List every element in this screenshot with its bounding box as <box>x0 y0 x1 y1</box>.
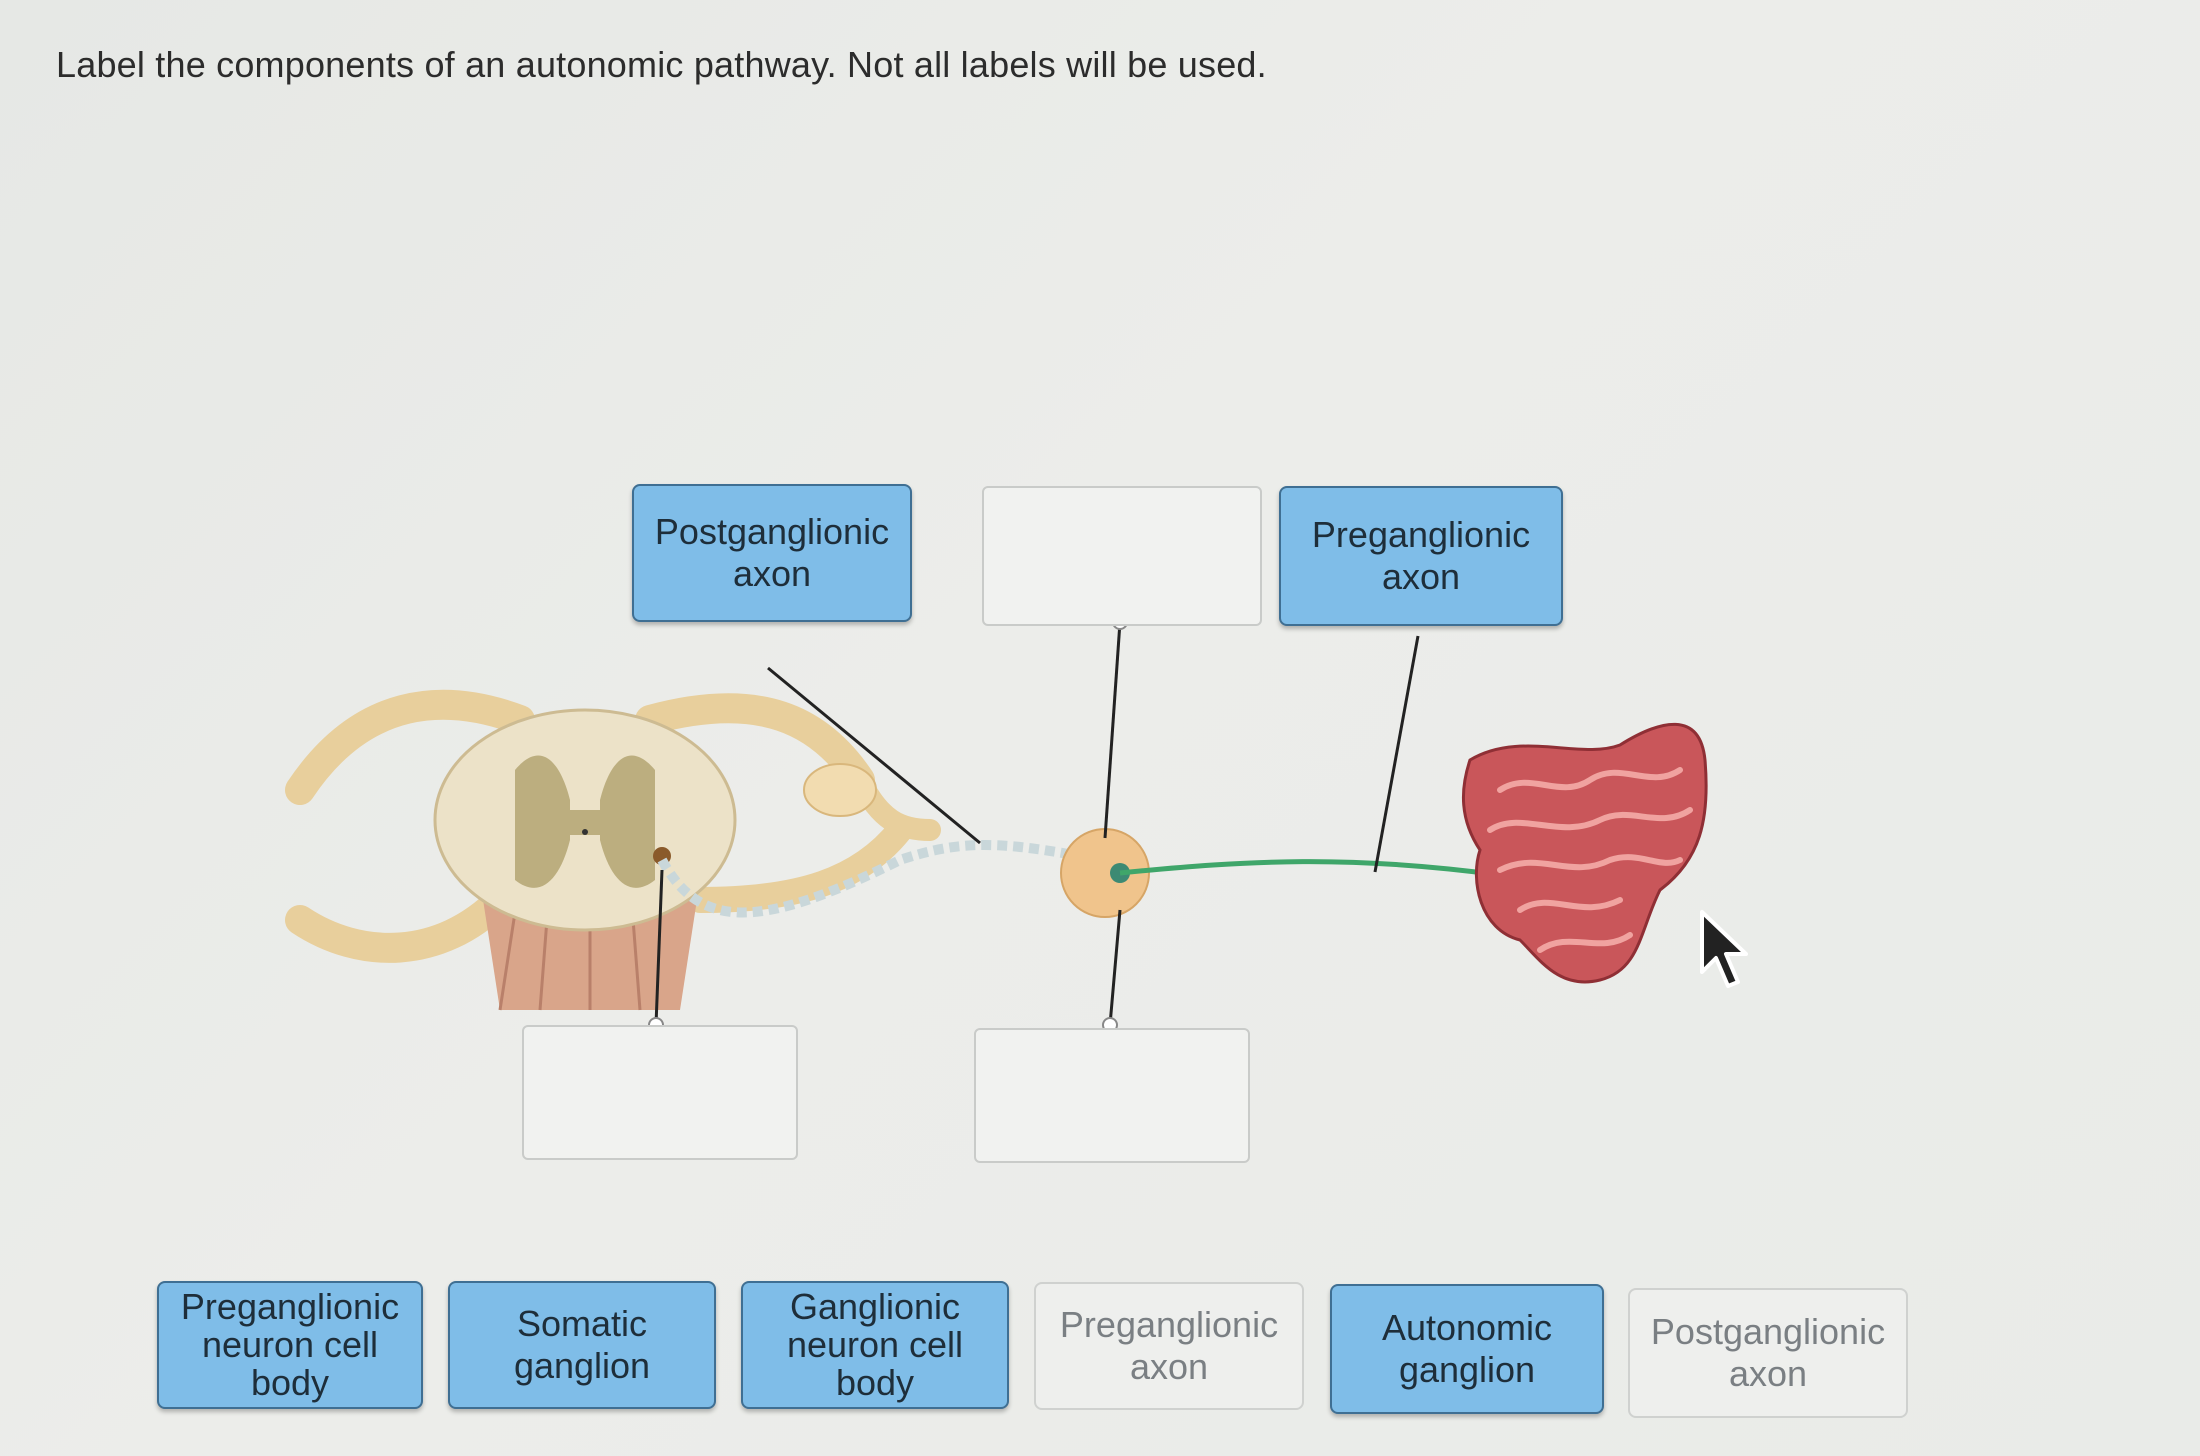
postganglionic-axon-path <box>1119 859 1501 878</box>
spinal-nerves <box>285 689 941 963</box>
bank-somatic-ganglion[interactable]: Somatic ganglion <box>448 1281 716 1409</box>
target-top-middle-empty[interactable] <box>982 486 1262 626</box>
bank-preganglionic-neuron-cell-body[interactable]: Preganglionic neuron cell body <box>157 1281 423 1409</box>
preganglionic-axon-path <box>657 840 1101 918</box>
intestine-organ <box>1461 722 1708 984</box>
mouse-cursor-icon <box>1700 910 1748 988</box>
dorsal-root-ganglion <box>803 763 877 817</box>
instruction-text: Label the components of an autonomic pat… <box>56 44 1267 85</box>
bank-postganglionic-axon-used[interactable]: Postganglionic axon <box>1628 1288 1908 1418</box>
bank-preganglionic-axon-used[interactable]: Preganglionic axon <box>1034 1282 1304 1410</box>
spinal-cord <box>433 708 737 1011</box>
target-bottom-middle-empty[interactable] <box>974 1028 1250 1163</box>
leader-lines <box>654 621 1420 1026</box>
bank-autonomic-ganglion[interactable]: Autonomic ganglion <box>1330 1284 1604 1414</box>
bank-ganglionic-neuron-cell-body[interactable]: Ganglionic neuron cell body <box>741 1281 1009 1409</box>
target-top-left-postganglionic-axon[interactable]: Postganglionic axon <box>632 484 912 622</box>
target-bottom-left-empty[interactable] <box>522 1025 798 1160</box>
target-top-right-preganglionic-axon[interactable]: Preganglionic axon <box>1279 486 1563 626</box>
